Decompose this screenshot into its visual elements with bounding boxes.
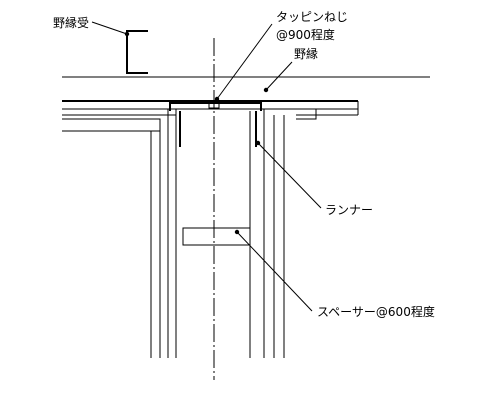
leader-dot [255,140,261,146]
board-right [296,109,317,120]
leader-dot [214,96,220,102]
leader-dot [234,229,240,235]
label-nobuchi-uke: 野縁受 [53,16,90,30]
leader-runner [257,142,322,209]
label-tapping-screw: タッピンねじ [276,10,349,24]
label-nobuchi: 野縁 [294,47,319,61]
leader-dot [124,31,130,37]
channel-nobuchi-uke [126,30,148,74]
leader-spacer [236,231,313,312]
tapping-screw [208,102,220,109]
leader-nobuchi-uke [91,21,128,35]
spacer [182,227,251,246]
leader-dot [263,87,269,93]
leader-tapping-screw [216,23,273,100]
leader-nobuchi [265,61,293,91]
label-runner: ランナー [325,203,374,217]
label-tapping-pitch: @900程度 [276,28,335,42]
board-left [62,118,161,132]
runner-profile [169,102,262,111]
label-spacer: スペーサー@600程度 [317,305,435,319]
